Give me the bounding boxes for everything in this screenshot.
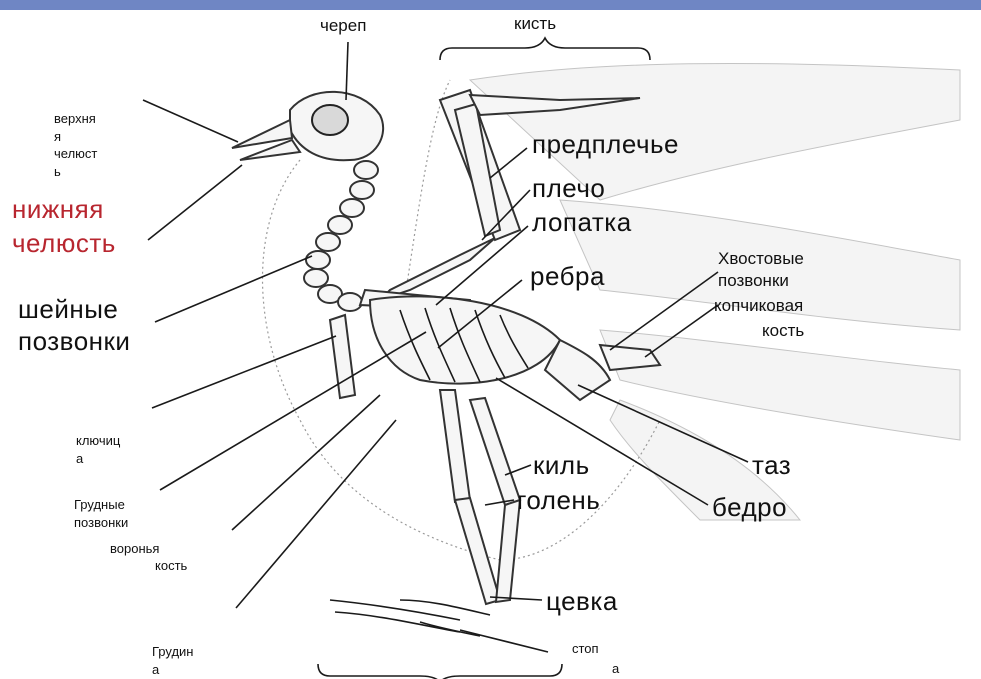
label-coracoid-line1: воронья <box>110 540 159 558</box>
label-tarsus: цевка <box>546 588 618 614</box>
label-upper-jaw-line3: челюст <box>54 145 97 163</box>
label-shoulder: плечо <box>532 175 605 201</box>
ribcage <box>330 296 660 400</box>
label-pygostyle-line1: копчиковая <box>714 297 803 314</box>
label-sternum-line2: а <box>152 661 194 679</box>
label-thoracic: Грудные позвонки <box>74 496 128 531</box>
label-clavicle: ключиц а <box>76 432 120 467</box>
skull <box>232 92 383 160</box>
label-thoracic-line2: позвонки <box>74 514 128 532</box>
label-sternum: Грудин а <box>152 643 194 678</box>
label-tail-vertebrae-line1: Хвостовые <box>718 250 804 267</box>
label-ribs: ребра <box>530 263 605 289</box>
wing-outline <box>400 80 450 330</box>
label-coracoid-line2: кость <box>155 557 187 575</box>
label-keel: киль <box>533 452 590 478</box>
label-lower-jaw-line2: челюсть <box>12 230 116 256</box>
label-tail-vertebrae-line2: позвонки <box>718 272 789 289</box>
cervical-vertebrae <box>304 161 378 311</box>
label-pelvis: таз <box>752 452 791 478</box>
label-scapula: лопатка <box>532 209 632 235</box>
hand-bracket <box>440 38 650 60</box>
label-cervical-line1: шейные <box>18 296 118 322</box>
label-cervical-line2: позвонки <box>18 328 130 354</box>
label-clavicle-line1: ключиц <box>76 432 120 450</box>
label-femur: бедро <box>712 494 787 520</box>
label-upper-jaw-line4: ь <box>54 163 97 181</box>
label-upper-jaw-line1: верхня <box>54 110 97 128</box>
label-pygostyle-line2: кость <box>762 322 804 339</box>
label-lower-jaw-line1: нижняя <box>12 196 104 222</box>
label-foot-line2: а <box>612 660 619 678</box>
foot-bracket <box>318 664 562 679</box>
label-upper-jaw-line2: я <box>54 128 97 146</box>
label-thoracic-line1: Грудные <box>74 496 128 514</box>
label-sternum-line1: Грудин <box>152 643 194 661</box>
leg-bones <box>330 390 520 636</box>
label-hand: кисть <box>514 15 556 32</box>
label-upper-jaw: верхня я челюст ь <box>54 110 97 180</box>
label-foot-line1: стоп <box>572 640 599 658</box>
label-shin: голень <box>517 487 600 513</box>
label-skull: череп <box>320 17 366 34</box>
label-clavicle-line2: а <box>76 450 120 468</box>
label-forearm: предплечье <box>532 131 679 157</box>
